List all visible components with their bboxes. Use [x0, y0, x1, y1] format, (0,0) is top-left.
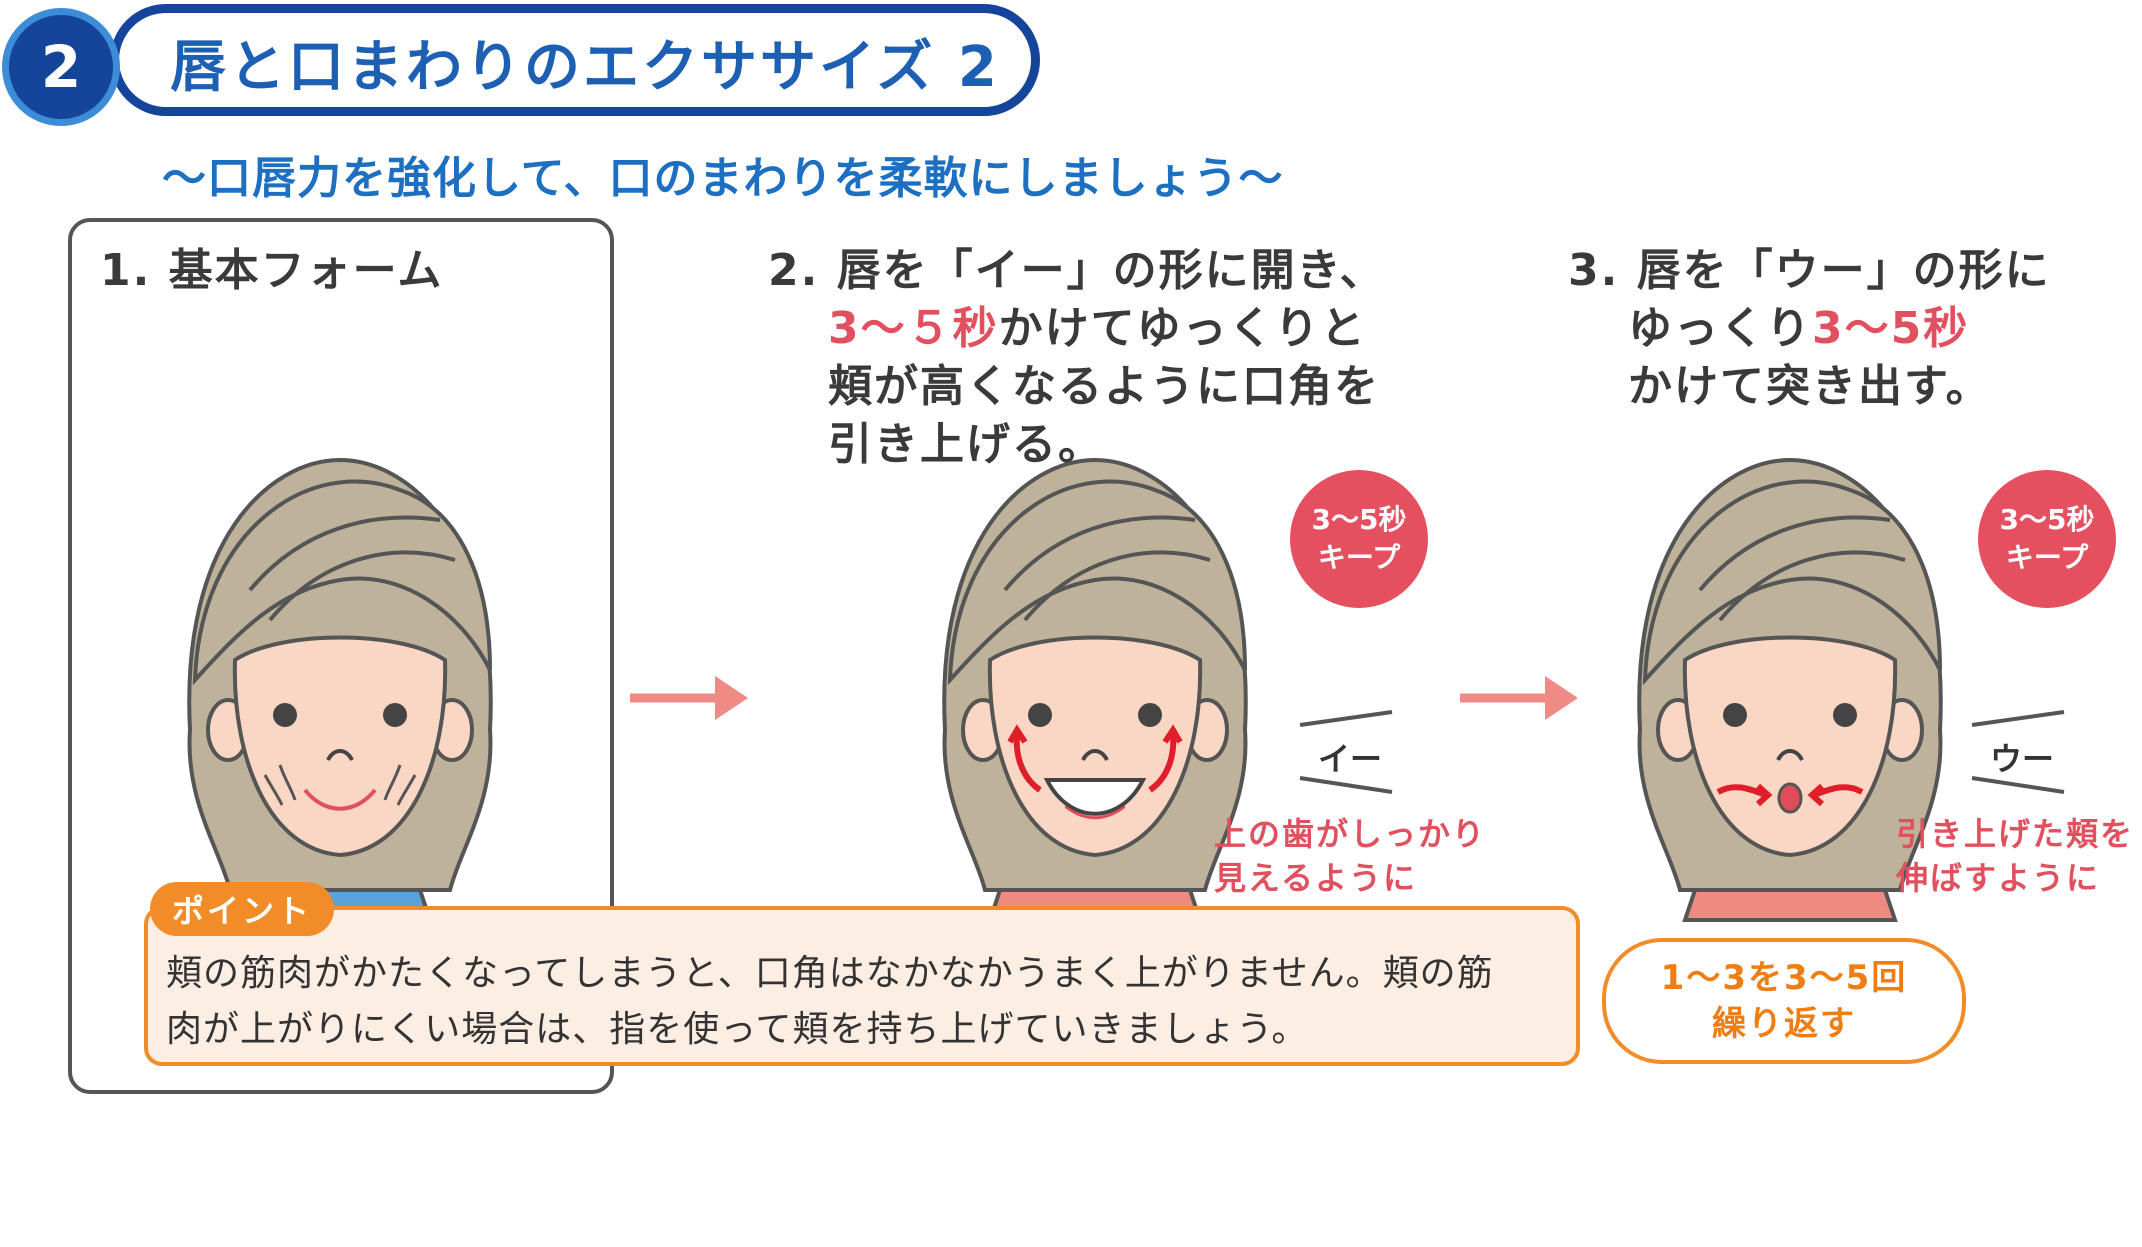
- step3-number: 3.: [1568, 245, 1620, 296]
- arrow-right-icon: [1460, 676, 1578, 720]
- step1-number: 1.: [100, 245, 152, 296]
- point-box: [144, 906, 1580, 1066]
- header-pill: [110, 4, 1040, 116]
- step-number-badge: 2: [2, 8, 120, 126]
- step2-line4: 引き上げる。: [828, 419, 1104, 470]
- step3-note: 引き上げた頬を 伸ばすように: [1896, 812, 2134, 900]
- keep-badge-step2: 3〜5秒 キープ: [1290, 470, 1428, 608]
- face-oo: [1637, 458, 1943, 922]
- step2-line1: 唇を「イー」の形に開き、: [836, 245, 1386, 296]
- repeat-line2: 繰り返す: [1712, 1004, 1856, 1044]
- step3-line1: 唇を「ウー」の形に: [1636, 245, 2051, 296]
- keep-badge-duration: 3〜5秒: [1999, 503, 2095, 536]
- repeat-line1: 1〜3を3〜5回: [1660, 958, 1908, 998]
- step2-note: 上の歯がしっかり 見えるように: [1214, 812, 1486, 900]
- keep-badge-duration: 3〜5秒: [1311, 503, 1407, 536]
- page-title: 唇と口まわりのエクササイズ 2: [170, 35, 1000, 100]
- sound-lines-icon: [1299, 710, 2065, 794]
- step3-line2: ゆっくり: [1628, 303, 1812, 354]
- step3-note-line2: 伸ばすように: [1896, 859, 2101, 897]
- keep-badge-label: キープ: [1317, 541, 1401, 574]
- step2-instructions: 2. 唇を「イー」の形に開き、 3〜５秒かけてゆっくりと 頬が高くなるように口角…: [768, 242, 1386, 474]
- step2-number: 2.: [768, 245, 820, 296]
- keep-badge-label: キープ: [2005, 541, 2089, 574]
- point-tag: ポイント: [150, 882, 335, 936]
- step3-note-line1: 引き上げた頬を: [1896, 815, 2135, 853]
- point-text-line1: 頬の筋肉がかたくなってしまうと、口角はなかなかうまく上がりません。頬の筋: [166, 953, 1494, 994]
- face-neutral: [187, 458, 493, 922]
- step2-line3: 頬が高くなるように口角を: [828, 361, 1380, 412]
- face-ee: [942, 458, 1248, 922]
- step2-note-line2: 見えるように: [1214, 859, 1418, 897]
- keep-badge-step3: 3〜5秒 キープ: [1978, 470, 2116, 608]
- step3-instructions: 3. 唇を「ウー」の形に ゆっくり3〜5秒 かけて突き出す。: [1568, 242, 2051, 416]
- repeat-box: 1〜3を3〜5回 繰り返す: [1602, 938, 1966, 1064]
- step2-line2: かけてゆっくりと: [998, 303, 1367, 354]
- arrow-right-icon: [630, 676, 748, 720]
- step1-label: 基本フォーム: [168, 245, 444, 296]
- sound-oo-label: ウー: [1990, 740, 2055, 778]
- step1-title: 1. 基本フォーム: [100, 242, 443, 300]
- step3-duration: 3〜5秒: [1812, 303, 1970, 354]
- step3-line3: かけて突き出す。: [1628, 361, 1992, 412]
- point-text-line2: 肉が上がりにくい場合は、指を使って頬を持ち上げていきましょう。: [166, 1009, 1309, 1050]
- point-text: 頬の筋肉がかたくなってしまうと、口角はなかなかうまく上がりません。頬の筋 肉が上…: [166, 946, 1566, 1058]
- sound-ee-label: イー: [1318, 740, 1383, 778]
- page-subtitle: 〜口唇力を強化して、口のまわりを柔軟にしましょう〜: [162, 153, 1284, 204]
- step2-duration: 3〜５秒: [828, 303, 999, 354]
- step2-note-line1: 上の歯がしっかり: [1214, 815, 1487, 853]
